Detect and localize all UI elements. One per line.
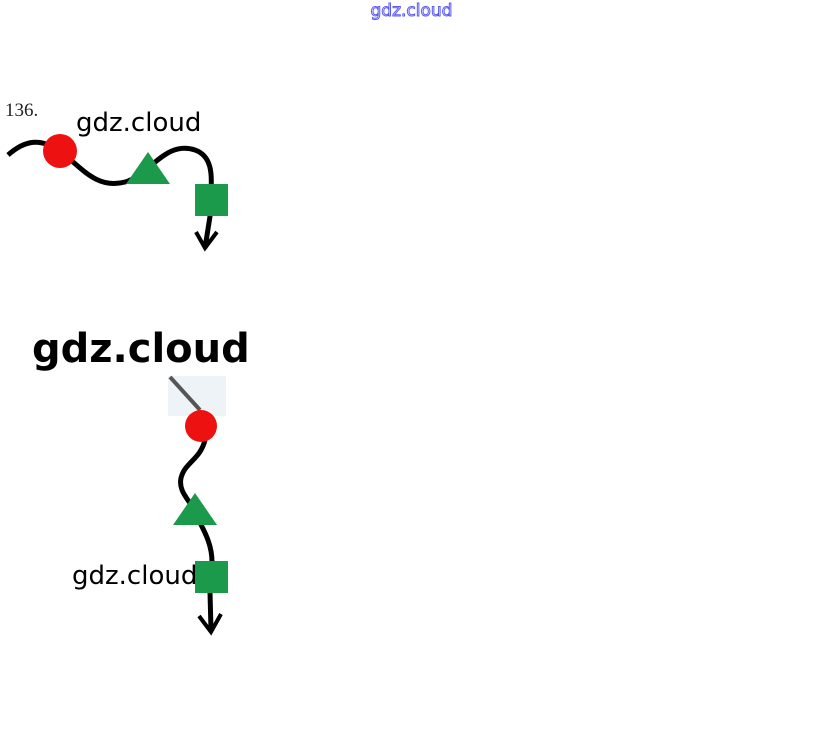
arrow-head-icon [197, 613, 223, 636]
figure-horizontal-path [6, 134, 228, 252]
red-circle [43, 134, 77, 168]
green-triangle [126, 152, 170, 184]
watermark-text: gdz.cloud [76, 108, 202, 138]
watermark-text-large: gdz.cloud [32, 326, 250, 372]
green-triangle [173, 493, 217, 525]
curve-path [178, 439, 215, 563]
gray-stick [168, 375, 202, 412]
problem-number: 136. [5, 100, 39, 121]
green-square [195, 184, 228, 216]
figure-vertical-path [168, 375, 228, 636]
green-square [195, 561, 228, 593]
arrow-head-icon [194, 230, 219, 252]
curve-path-tail [207, 591, 214, 631]
red-circle [185, 410, 217, 442]
site-header-link[interactable]: gdz.cloud [370, 1, 453, 22]
curve-path-tail [202, 209, 214, 249]
watermark-text: gdz.cloud [72, 561, 198, 591]
curve-path [6, 139, 214, 191]
